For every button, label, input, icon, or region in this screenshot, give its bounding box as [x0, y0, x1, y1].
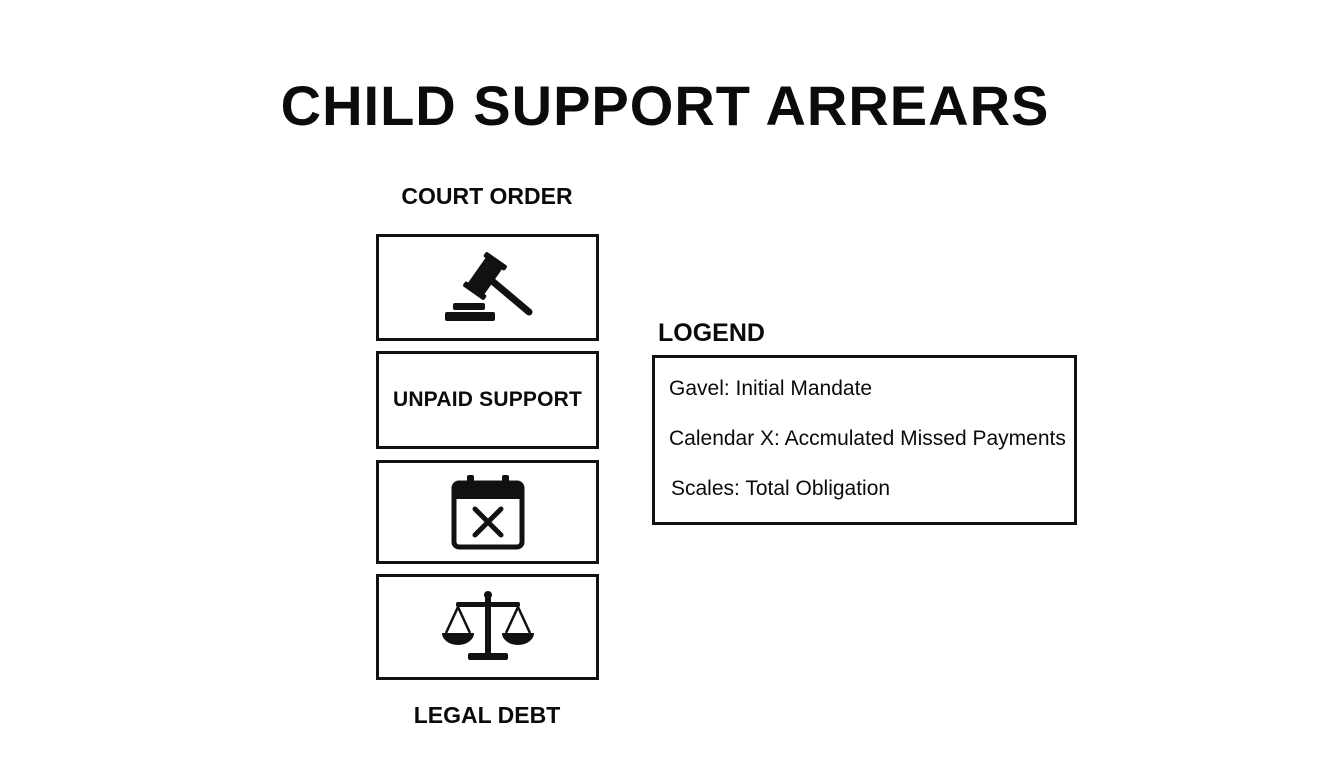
legend-item: Gavel: Initial Mandate [669, 377, 873, 400]
legal-debt-label: LEGAL DEBT [413, 702, 561, 728]
gavel-icon [444, 251, 532, 321]
court-order-label: COURT ORDER [401, 183, 573, 209]
legend-item: Calendar X: Accmulated Missed Payments [669, 427, 1066, 450]
stack-box-scales [376, 574, 599, 680]
legend-title: LOGEND [658, 319, 765, 347]
stack-box-calendar [376, 460, 599, 564]
unpaid-support-label: UNPAID SUPPORT [392, 388, 583, 411]
stack-box-gavel [376, 234, 599, 341]
legend-box: Gavel: Initial Mandate Calendar X: Accmu… [652, 355, 1077, 525]
calendar-x-icon [451, 475, 524, 550]
stack-box-unpaid: UNPAID SUPPORT [376, 351, 599, 449]
legend-item: Scales: Total Obligation [671, 477, 891, 500]
scales-icon [441, 591, 534, 660]
diagram-title: CHILD SUPPORT ARREARS [280, 74, 1050, 137]
